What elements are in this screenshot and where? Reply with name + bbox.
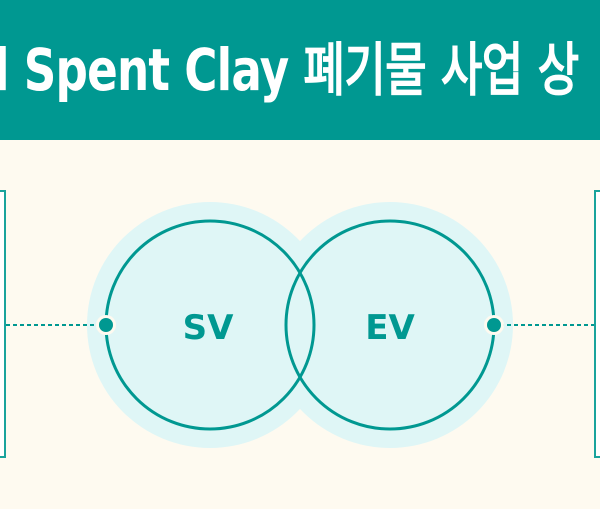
page-title: l Spent Clay 폐기물 사업 상 bbox=[0, 36, 579, 104]
ev-label: EV bbox=[365, 308, 415, 348]
right-panel bbox=[594, 190, 600, 458]
title-banner: l Spent Clay 폐기물 사업 상 bbox=[0, 0, 600, 140]
sv-label: SV bbox=[183, 308, 234, 348]
left-panel bbox=[0, 190, 6, 458]
left-dot bbox=[99, 318, 113, 332]
right-dot bbox=[487, 318, 501, 332]
ev-halo bbox=[267, 202, 513, 448]
sv-halo bbox=[87, 202, 333, 448]
